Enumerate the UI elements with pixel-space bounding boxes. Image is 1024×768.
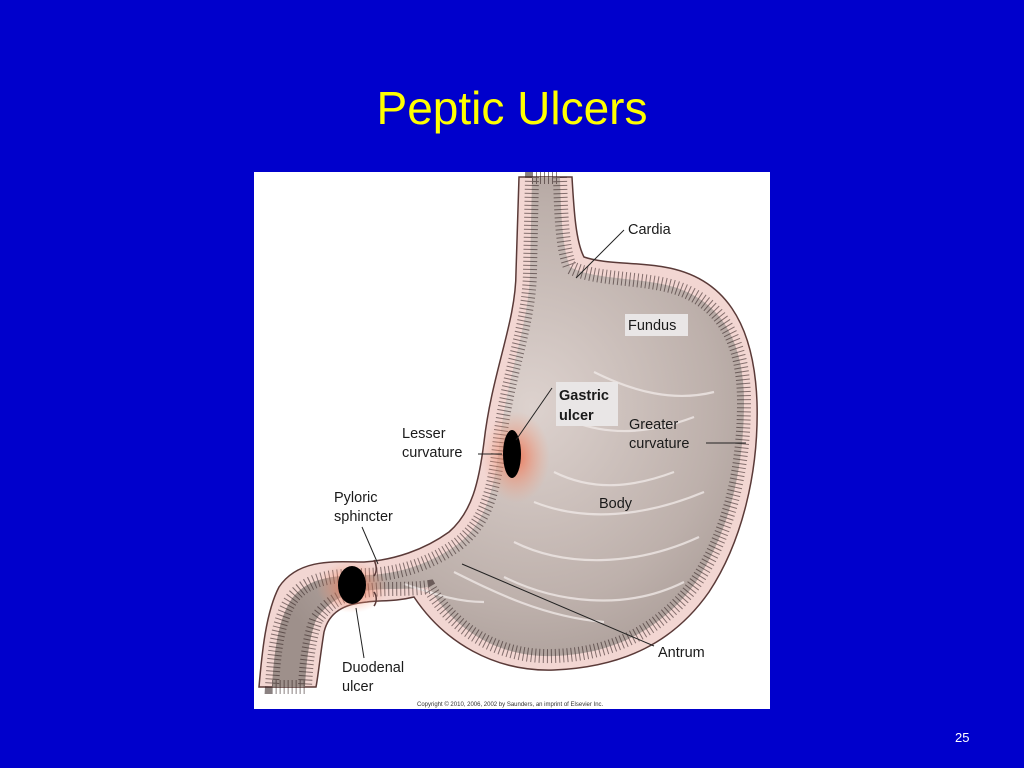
- label-fundus: Fundus: [628, 318, 676, 334]
- fundus-label-box: [625, 314, 688, 336]
- stomach-illustration: Cardia Fundus Gastric ulcer Lesser curva…: [258, 172, 758, 708]
- label-body: Body: [599, 496, 633, 512]
- gastric-ulcer-label-box: [556, 382, 618, 426]
- label-pyloric-sphincter-line1: Pyloric: [334, 490, 378, 506]
- label-pyloric-sphincter-line2: sphincter: [334, 509, 393, 525]
- label-lesser-curvature-line1: Lesser: [402, 426, 446, 442]
- gastric-ulcer: [503, 430, 521, 478]
- label-lesser-curvature-line2: curvature: [402, 445, 462, 461]
- stomach-diagram: Cardia Fundus Gastric ulcer Lesser curva…: [254, 172, 770, 709]
- gastric-rugae: [403, 371, 715, 624]
- label-gastric-ulcer-line2: ulcer: [559, 408, 594, 424]
- label-gastric-ulcer-line1: Gastric: [559, 388, 609, 404]
- slide-title: Peptic Ulcers: [376, 82, 648, 134]
- figure-copyright: Copyright © 2010, 2006, 2002 by Saunders…: [417, 701, 604, 708]
- pyloric-sphincter: [373, 559, 377, 607]
- label-duodenal-ulcer-line2: ulcer: [342, 679, 374, 695]
- label-greater-curvature-line1: Greater: [629, 417, 678, 433]
- label-duodenal-ulcer-line1: Duodenal: [342, 660, 404, 676]
- label-antrum: Antrum: [658, 645, 705, 661]
- label-greater-curvature-line2: curvature: [629, 436, 689, 452]
- duodenal-ulcer: [338, 566, 366, 604]
- leader-lines: [355, 229, 746, 659]
- label-cardia: Cardia: [628, 222, 672, 238]
- page-number: 25: [955, 730, 970, 745]
